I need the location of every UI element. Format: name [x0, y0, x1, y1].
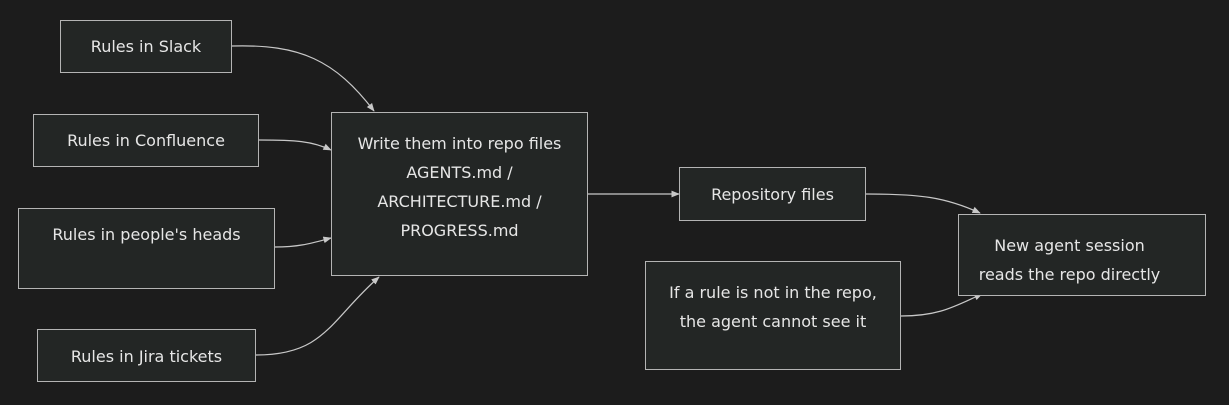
node-rules-in-peoples-heads-label: Rules in people's heads	[52, 225, 241, 244]
edge-caveat-to-session	[900, 293, 983, 317]
caveat-node-line-1: If a rule is not in the repo,	[669, 283, 877, 302]
node-rule-not-in-repo-caveat: If a rule is not in the repo, the agent …	[645, 261, 901, 370]
session-node-line-1: New agent session	[994, 236, 1145, 255]
node-rules-in-slack-label: Rules in Slack	[90, 37, 202, 56]
node-write-into-repo-files: Write them into repo files AGENTS.md / A…	[331, 112, 588, 276]
node-rules-in-confluence: Rules in Confluence	[33, 114, 259, 167]
write-node-line-4: PROGRESS.md	[400, 221, 519, 240]
node-rules-in-jira-tickets-label: Rules in Jira tickets	[70, 347, 223, 366]
node-rules-in-slack: Rules in Slack	[60, 20, 232, 73]
write-node-line-3: ARCHITECTURE.md /	[377, 192, 542, 211]
edge-confluence-to-write	[258, 139, 332, 151]
write-node-line-1: Write them into repo files	[357, 134, 562, 153]
caveat-node-line-2: the agent cannot see it	[679, 312, 867, 331]
edge-slack-to-write	[231, 45, 375, 112]
session-node-line-2: reads the repo directly	[978, 265, 1161, 284]
edge-jira-to-write	[255, 276, 380, 356]
write-node-line-2: AGENTS.md /	[406, 163, 513, 182]
node-repository-files: Repository files	[679, 167, 866, 221]
node-rules-in-confluence-label: Rules in Confluence	[67, 131, 225, 150]
node-rules-in-jira-tickets: Rules in Jira tickets	[37, 329, 256, 382]
node-rules-in-peoples-heads: Rules in people's heads	[18, 208, 275, 289]
edge-heads-to-write	[274, 236, 332, 248]
node-repository-files-label: Repository files	[711, 185, 834, 204]
node-new-agent-session: New agent session reads the repo directl…	[958, 214, 1206, 296]
edge-repo-files-to-session	[865, 193, 981, 214]
